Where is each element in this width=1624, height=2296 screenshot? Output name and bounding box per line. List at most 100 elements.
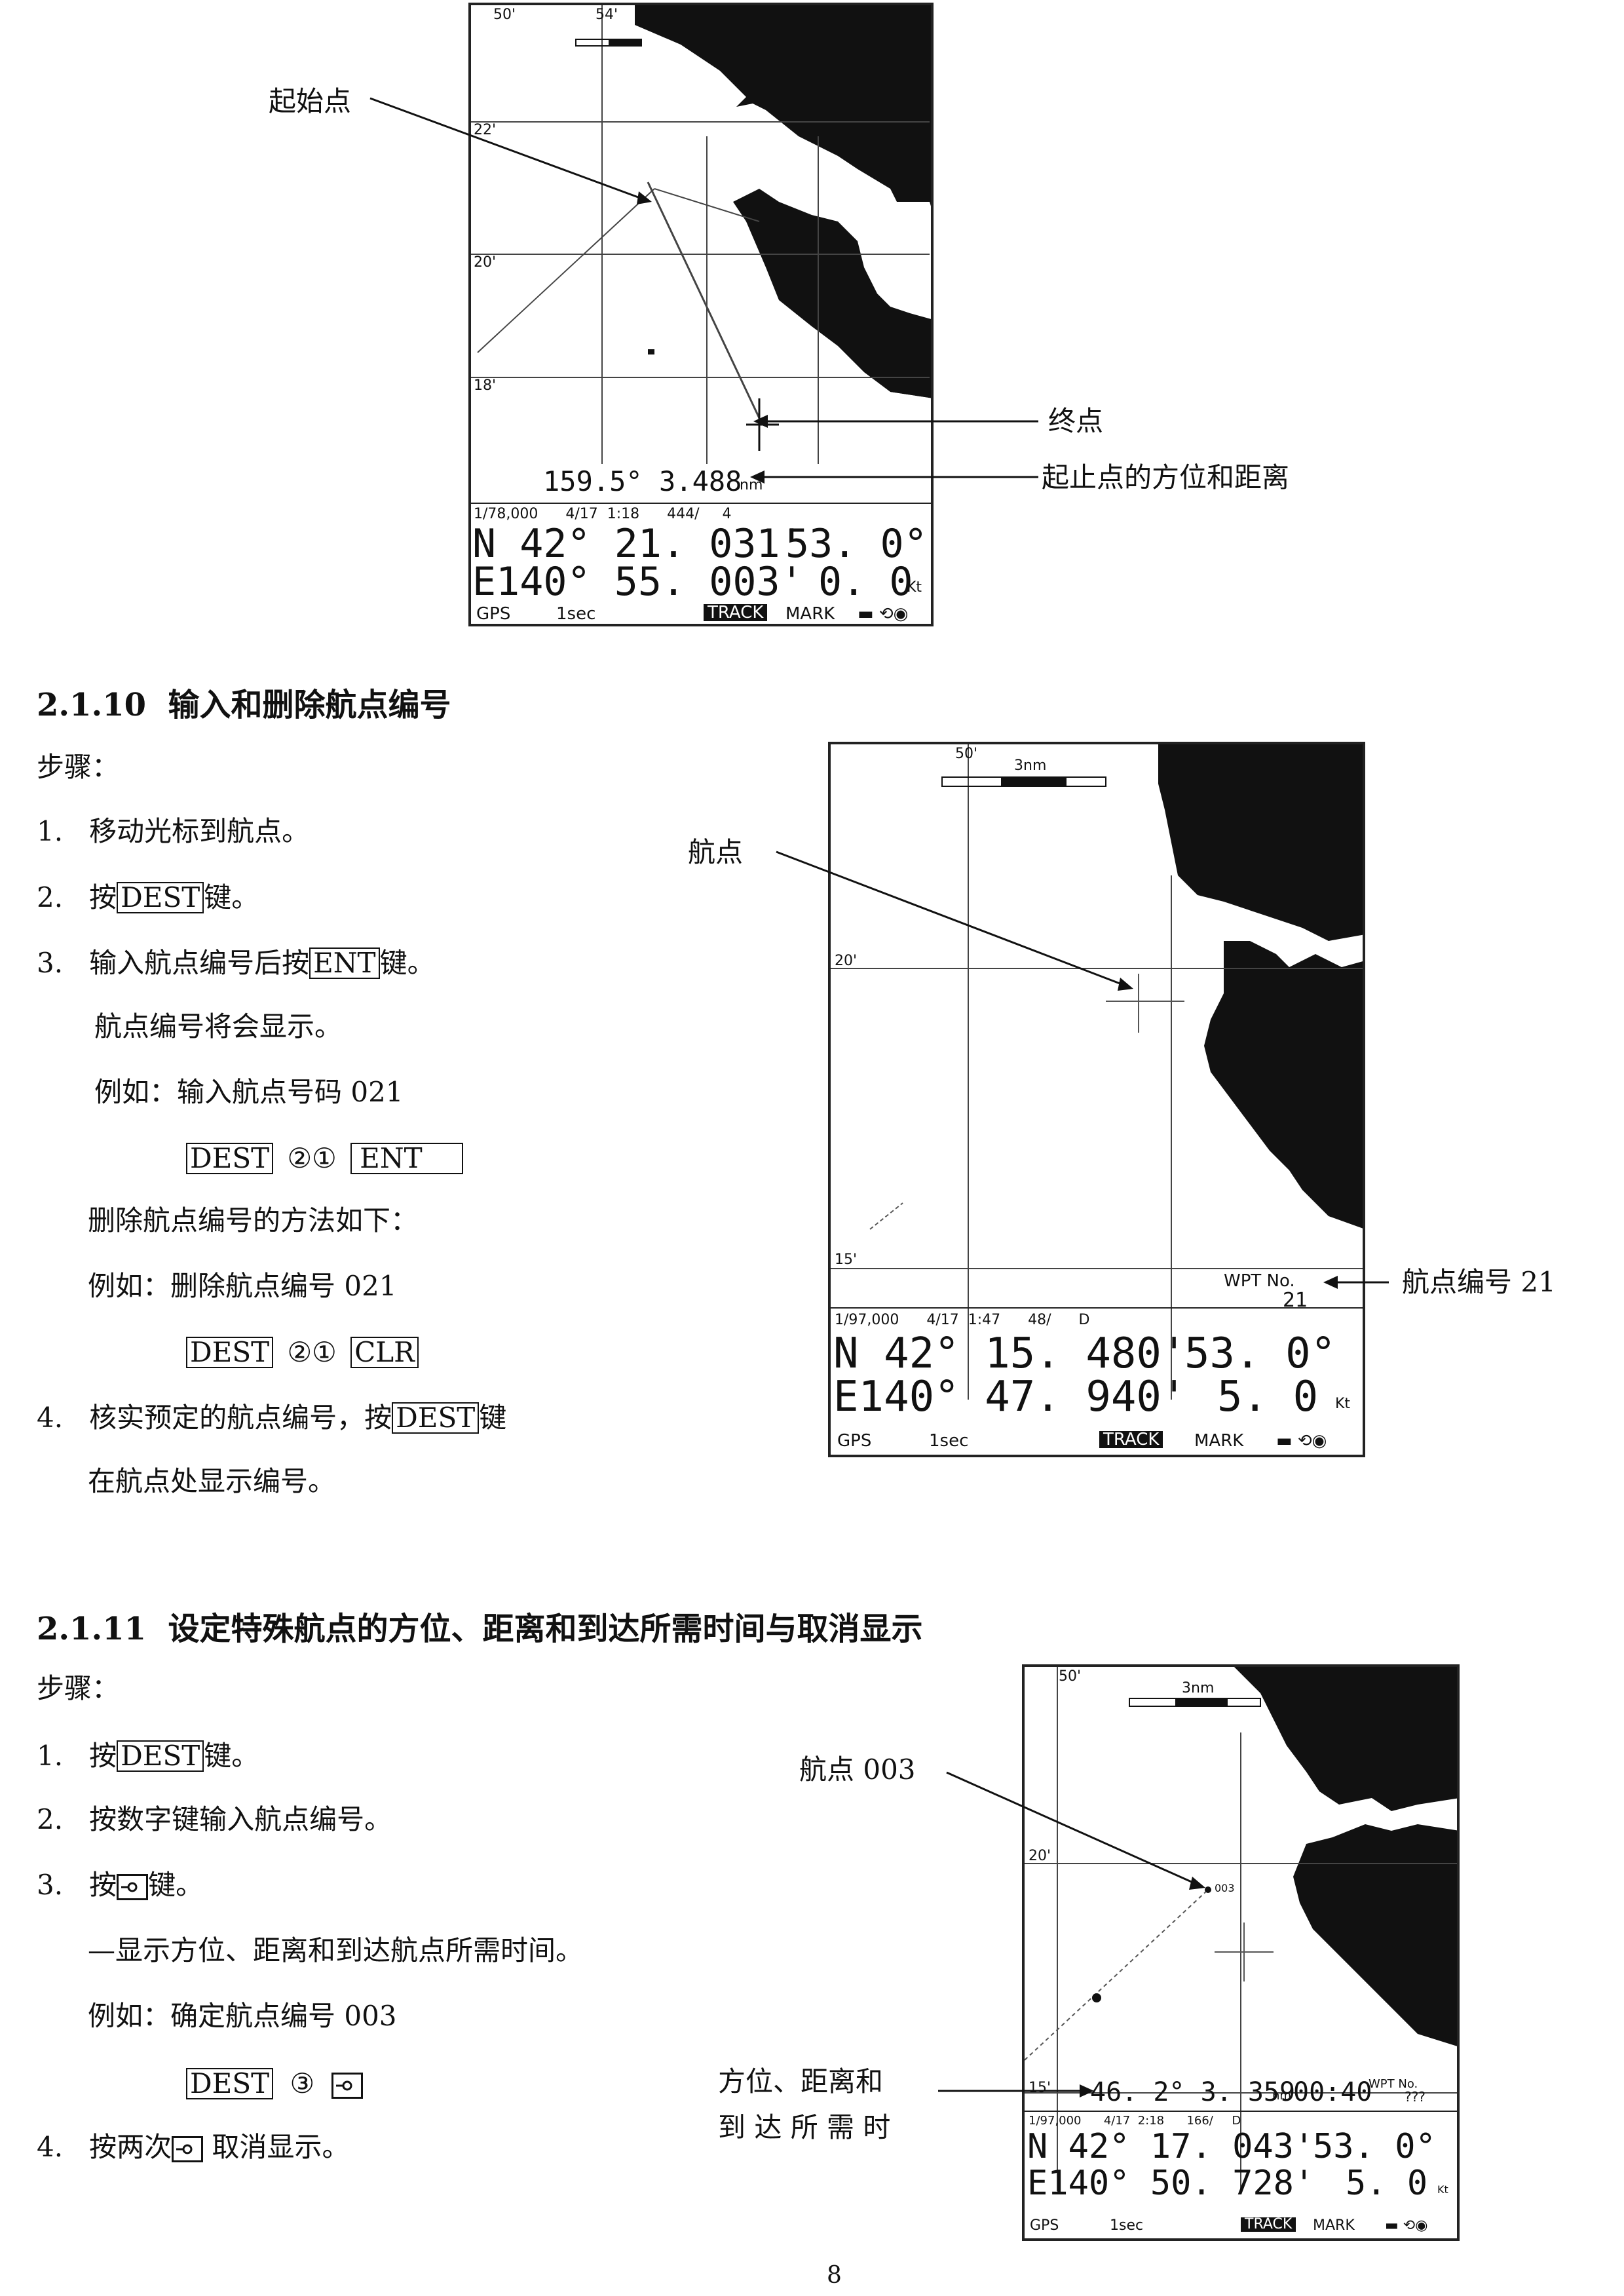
- steps-label: 步骤：: [37, 751, 120, 783]
- step-4-suffix: 取消显示。: [203, 2131, 350, 2163]
- waypoint-mark-label: 003: [1215, 1882, 1235, 1894]
- course-readout: 53. 0°: [1184, 1330, 1336, 1378]
- bearing-distance-readout: 159.5° 3.488: [543, 465, 742, 497]
- example-confirm-keys: DEST ③: [186, 2067, 363, 2100]
- info-line: 1/78,000 4/17 1:18 444/ 4: [474, 506, 732, 522]
- grid-label: 54': [595, 7, 618, 23]
- longitude-readout: E140° 50. 728': [1027, 2164, 1315, 2203]
- page-number: 8: [827, 2262, 842, 2289]
- step-3: 3. 按键。: [37, 1871, 203, 1900]
- step-2: 2. 按数字键输入航点编号。: [37, 1803, 392, 1835]
- speed-unit: Kt: [1335, 1396, 1351, 1412]
- step-2-text: 2. 按: [37, 881, 117, 913]
- callout-end-point: 终点: [1048, 405, 1104, 437]
- step-4-text: 4. 按两次: [37, 2131, 172, 2163]
- scale-label: 3nm: [1182, 1680, 1215, 1696]
- info-line: 1/97,000 4/17 2:18 166/ D: [1029, 2114, 1241, 2128]
- goto-key-icon: [331, 2073, 363, 2099]
- status-mark: MARK: [785, 604, 835, 624]
- course-readout: 53. 0°: [785, 521, 928, 567]
- step-3-suffix: 键。: [379, 947, 435, 979]
- time-to-go-readout: 00:40: [1293, 2077, 1372, 2107]
- wpt-no-value: 21: [1283, 1289, 1308, 1312]
- goto-key-icon: [117, 1874, 149, 1900]
- status-gps: GPS: [837, 1431, 872, 1451]
- step-1-suffix: 键。: [204, 1740, 259, 1772]
- course-readout: 53. 0°: [1313, 2127, 1436, 2166]
- status-icons: ▬ ⟲◉: [1385, 2217, 1428, 2234]
- step-3-text: 3. 按: [37, 1869, 117, 1901]
- plotter-screen-1: 50' 54' 22' 20' 18' 159.5° 3.488 nm 1/78…: [468, 3, 934, 626]
- chart-map-1: [471, 5, 931, 504]
- dest-key: DEST: [392, 1402, 480, 1434]
- step-4-text: 4. 核实预定的航点编号，按: [37, 1402, 392, 1434]
- step-4: 4. 按两次 取消显示。: [37, 2133, 349, 2162]
- bearing-unit: nm: [1272, 2089, 1291, 2103]
- wpt-no-value: ???: [1405, 2089, 1426, 2105]
- status-bar: GPS 1sec TRACK MARK ▬ ⟲◉: [471, 603, 931, 624]
- example-confirm: 例如：确定航点编号 003: [88, 2000, 397, 2032]
- latitude-readout: N 42° 15. 480': [833, 1330, 1187, 1378]
- status-interval: 1sec: [556, 604, 596, 624]
- callout-arrows-1: [369, 97, 1038, 484]
- longitude-readout: E140° 47. 940': [833, 1373, 1187, 1421]
- status-mark: MARK: [1313, 2217, 1355, 2234]
- steps-label: 步骤：: [37, 1672, 120, 1704]
- step-1-text: 1. 按: [37, 1740, 117, 1772]
- ent-key: ENT: [309, 947, 380, 980]
- bearing-unit: nm: [740, 477, 763, 493]
- step-2-suffix: 键。: [204, 881, 259, 913]
- step-4-cont: 在航点处显示编号。: [88, 1465, 336, 1497]
- step-3-note: 航点编号将会显示。: [94, 1010, 343, 1043]
- delete-method: 删除航点编号的方法如下：: [88, 1204, 419, 1236]
- scale-label: 3nm: [1014, 757, 1047, 774]
- longitude-readout: E140° 55. 003': [472, 559, 804, 605]
- wpt-no-label: WPT No.: [1369, 2077, 1418, 2091]
- callout-waypoint-003: 航点 003: [799, 1753, 916, 1786]
- digit-keys: ②①: [287, 1336, 337, 1368]
- status-bar: GPS 1sec TRACK MARK ▬ ⟲◉: [831, 1428, 1363, 1455]
- status-mark: MARK: [1194, 1431, 1244, 1451]
- plotter-screen-2: 50' 3nm 20' 15' WPT No. 21 1/97,000 4/17…: [828, 742, 1365, 1457]
- callout-start-point: 起始点: [269, 85, 352, 117]
- step-3-note: —显示方位、距离和到达航点所需时间。: [88, 1934, 584, 1966]
- example-input-keys: DEST ②① ENT: [186, 1143, 463, 1175]
- latitude-readout: N 42° 17. 043': [1027, 2127, 1315, 2166]
- clr-key: CLR: [350, 1337, 419, 1369]
- digit-key: ③: [290, 2067, 315, 2099]
- goto-key-icon: [172, 2136, 204, 2162]
- ent-key: ENT: [350, 1143, 463, 1175]
- grid-label: 50': [493, 7, 516, 23]
- callout-wpt-number: 航点编号 21: [1402, 1266, 1556, 1298]
- step-3-suffix: 键。: [148, 1869, 204, 1901]
- status-icons: ▬ ⟲◉: [1276, 1431, 1327, 1451]
- example-input: 例如：输入航点号码 021: [94, 1076, 404, 1108]
- dest-key: DEST: [186, 2068, 274, 2100]
- status-gps: GPS: [476, 604, 511, 624]
- callout-bearing-line2: 到 达 所 需 时: [718, 2111, 891, 2143]
- dest-key: DEST: [117, 1740, 204, 1772]
- latitude-readout: N 42° 21. 031': [472, 521, 804, 567]
- grid-label: 20': [1029, 1848, 1051, 1864]
- callout-bearing-line1: 方位、距离和: [718, 2065, 884, 2097]
- callout-waypoint: 航点: [688, 836, 744, 868]
- section-heading-2111: 2.1.11 设定特殊航点的方位、距离和到达所需时间与取消显示: [37, 1611, 923, 1647]
- dest-key: DEST: [186, 1337, 274, 1369]
- step-4-suffix: 键: [479, 1402, 507, 1434]
- dest-key: DEST: [186, 1143, 274, 1175]
- speed-unit: Kt: [1437, 2183, 1448, 2196]
- step-3-text: 3. 输入航点编号后按: [37, 947, 310, 979]
- grid-label: 15': [835, 1252, 858, 1268]
- grid-label: 22': [474, 122, 497, 138]
- status-gps: GPS: [1030, 2217, 1059, 2234]
- wpt-no-label: WPT No.: [1224, 1271, 1295, 1291]
- speed-unit: Kt: [907, 579, 922, 596]
- example-delete-keys: DEST ②① CLR: [186, 1336, 419, 1369]
- chart-map-2: [831, 744, 1363, 1400]
- callout-arrows-3: [938, 1771, 1205, 2097]
- grid-label: 20': [835, 953, 858, 969]
- status-track: TRACK: [1241, 2217, 1296, 2232]
